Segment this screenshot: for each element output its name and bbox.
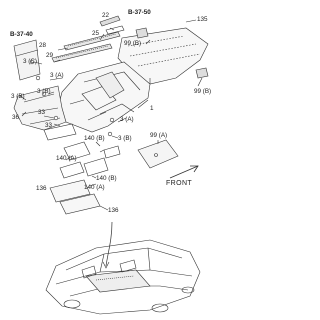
side-trim [13, 85, 67, 131]
mat-99a [137, 139, 179, 169]
callout-135: 135 [197, 16, 208, 23]
callout-99b-2: 99 (B) [194, 88, 212, 95]
callout-22: 22 [102, 12, 110, 19]
callout-3b-3: 3 (B) [118, 135, 132, 142]
callout-99b-1: 99 (B) [124, 40, 142, 47]
ref-b-37-40[interactable]: B-37-40 [10, 31, 33, 38]
callout-33-2: 33 [45, 122, 53, 129]
callout-1: 1 [150, 105, 154, 112]
callout-3b-1: 3 (B) [37, 88, 51, 95]
diagram-drawing [13, 15, 209, 315]
front-indicator: FRONT [166, 180, 193, 187]
parts-diagram: B-37-50 B-37-40 22 25 28 29 3 (C) 3 (A) … [10, 9, 212, 315]
callout-136-1: 136 [36, 185, 47, 192]
callout-3a-2: 3 (A) [120, 116, 134, 123]
callout-140a-1: 140 (A) [56, 155, 77, 162]
vehicle-outline [45, 239, 201, 315]
callout-99a: 99 (A) [150, 132, 168, 139]
callout-140a-2: 140 (A) [84, 184, 105, 191]
callout-3c: 3 (C) [23, 58, 37, 65]
callout-28: 28 [39, 42, 47, 49]
callout-136-2: 136 [108, 207, 119, 214]
callout-25: 25 [92, 30, 100, 37]
callout-3b-2: 3 (B) [11, 93, 25, 100]
main-floor-carpet [57, 61, 151, 133]
sill-plate-22 [99, 15, 121, 27]
callout-29: 29 [46, 52, 54, 59]
callout-33-1: 33 [38, 109, 46, 116]
sill-plate-29 [51, 43, 113, 63]
callout-3a-1: 3 (A) [50, 72, 64, 79]
callout-140b-2: 140 (B) [96, 175, 117, 182]
callout-36: 36 [12, 114, 20, 121]
callout-140b-1: 140 (B) [84, 135, 105, 142]
ref-b-37-50[interactable]: B-37-50 [128, 9, 151, 16]
